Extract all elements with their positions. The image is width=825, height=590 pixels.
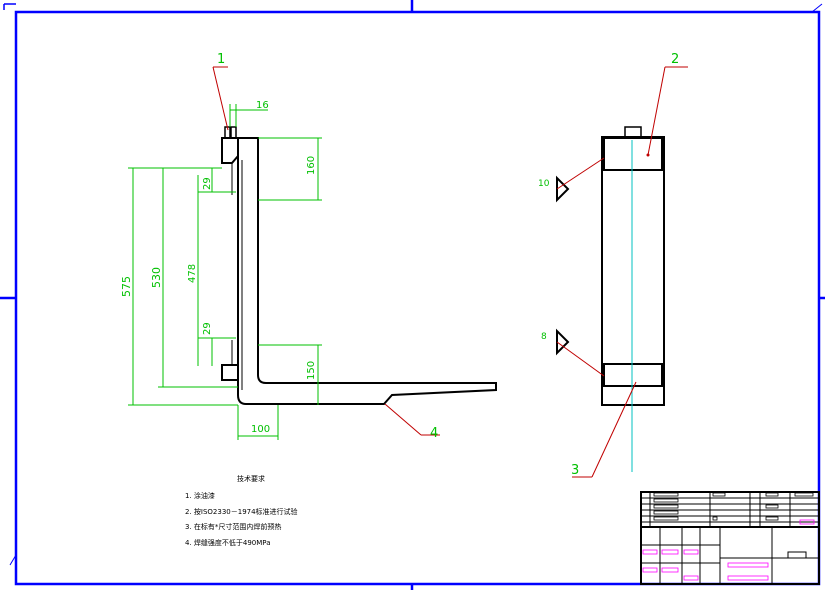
part-label-1: 1 [217,52,225,67]
dim-16: 16 [256,100,269,111]
fork-front-view [601,126,665,406]
dim-478: 478 [187,264,198,283]
part-label-4: 4 [430,426,438,441]
weld-symbols [556,157,605,377]
part-label-2: 2 [671,52,679,67]
title-block [640,491,820,585]
weld-symbol-10: 10 [538,179,550,189]
dimension-texts: 16 160 29 575 530 478 29 150 100 [120,100,317,435]
notes-item-2: 2. 按ISO2330－1974标准进行试验 [185,508,298,516]
dim-150: 150 [306,361,317,380]
dimension-lines [128,104,322,440]
part-label-3: 3 [571,463,579,478]
notes-item-3: 3. 在标有*尺寸范围内焊前预热 [185,523,282,531]
dim-575: 575 [120,276,133,297]
weld-symbol-8: 8 [541,332,547,342]
fork-side-view [221,126,497,405]
title-block-fill [653,492,814,521]
notes-item-1: 1. 涂油漆 [185,492,215,500]
dim-100: 100 [251,424,270,435]
notes-title: 技术要求 [237,475,265,483]
dim-160-top: 160 [306,156,317,175]
part-leaders [212,66,688,478]
notes-item-4: 4. 焊缝强度不低于490MPa [185,539,271,547]
title-block-accent [642,519,815,581]
dim-29-top: 29 [202,177,213,190]
dim-29-bottom: 29 [202,322,213,335]
dim-530: 530 [150,267,163,288]
